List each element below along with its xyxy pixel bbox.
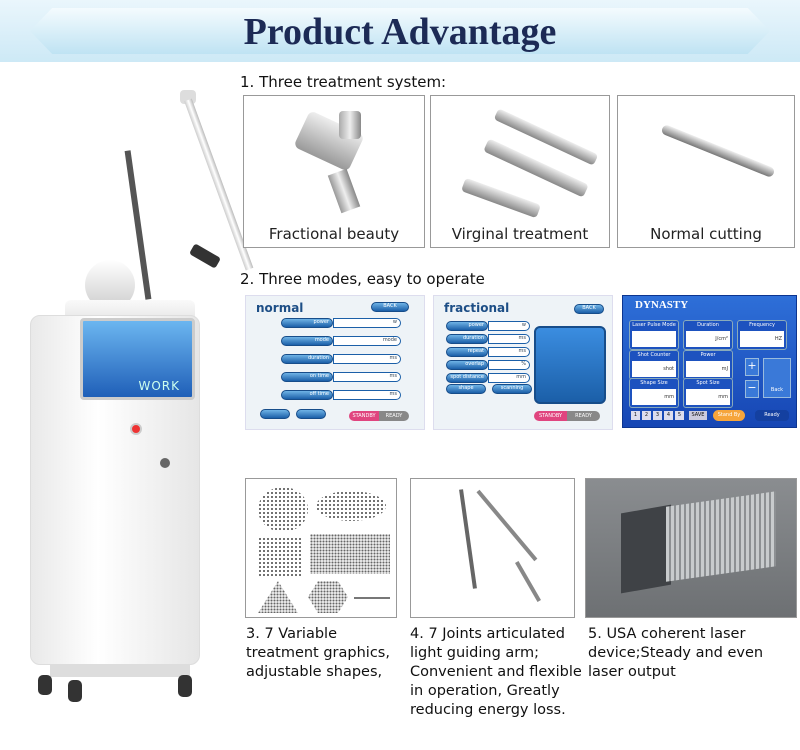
setting-field[interactable]: ms (488, 334, 530, 344)
feature-4-text: 4. 7 Joints articulated light guiding ar… (410, 626, 582, 718)
setting-field[interactable]: ms (488, 347, 530, 357)
section2-label: 2. Three modes, easy to operate (240, 270, 485, 288)
setting-label: duration (446, 334, 488, 344)
page-button[interactable]: 4 (664, 411, 673, 420)
field-value[interactable]: mm (632, 389, 676, 405)
page-button[interactable]: 5 (675, 411, 684, 420)
setting-label: duration (281, 354, 333, 364)
back-button[interactable]: Back (763, 358, 791, 398)
setting-label: spot distance (446, 373, 488, 383)
setting-label: overlap (446, 360, 488, 370)
back-button[interactable]: BACK (574, 304, 604, 314)
field-label: Duration (697, 322, 719, 328)
back-button[interactable]: BACK (371, 302, 409, 312)
setting-label: repeat (446, 347, 488, 357)
field-value[interactable]: mJ (686, 361, 730, 377)
caption-normal-cutting: Normal cutting (650, 225, 762, 243)
articulated-arm-image (410, 478, 575, 618)
caption-virginal-treatment: Virginal treatment (451, 225, 589, 243)
page-button[interactable]: 3 (653, 411, 662, 420)
page-button[interactable]: 1 (631, 411, 640, 420)
setting-field[interactable]: ms (333, 390, 401, 400)
field-value[interactable] (632, 331, 676, 347)
header-banner: Product Advantage (0, 0, 800, 62)
down-button[interactable] (260, 409, 290, 419)
setting-label: power (281, 318, 333, 328)
up-button[interactable] (296, 409, 326, 419)
field-value[interactable]: HZ (740, 331, 784, 347)
treatment-graphics-image (245, 478, 397, 618)
ready-button[interactable]: READY (379, 411, 409, 421)
minus-button[interactable]: − (745, 380, 759, 398)
setting-label: power (446, 321, 488, 331)
feature-3-text: 3. 7 Variable treatment graphics, adjust… (246, 626, 390, 680)
setting-field[interactable]: ms (333, 372, 401, 382)
field-label: Shape Size (640, 380, 668, 386)
section1-label: 1. Three treatment system: (240, 73, 447, 91)
handpiece-virginal: Virginal treatment (430, 95, 610, 248)
screen-title: normal (256, 301, 304, 315)
field-value[interactable]: shot (632, 361, 676, 377)
dynasty-field[interactable]: Power mJ (683, 350, 733, 380)
standby-button[interactable]: STANDBY (349, 411, 379, 421)
dynasty-field[interactable]: Shape Size mm (629, 378, 679, 408)
setting-label: off time (281, 390, 333, 400)
field-label: Power (700, 352, 716, 358)
handpiece-fractional: Fractional beauty (243, 95, 425, 248)
setting-label: mode (281, 336, 333, 346)
setting-field[interactable]: % (488, 360, 530, 370)
laser-machine-image: WORK (20, 90, 254, 720)
laser-device-image (585, 478, 797, 618)
standby-button[interactable]: STANDBY (534, 411, 567, 421)
handpiece-cutting: Normal cutting (617, 95, 795, 248)
setting-field[interactable]: w (333, 318, 401, 328)
field-label: Shot Counter (637, 352, 671, 358)
feature-5-text: 5. USA coherent laser device;Steady and … (588, 626, 764, 680)
dynasty-field[interactable]: Shot Counter shot (629, 350, 679, 380)
shape-button[interactable]: shape (446, 384, 486, 394)
screen-title: fractional (444, 301, 510, 315)
setting-field[interactable]: ms (333, 354, 401, 364)
pattern-preview (534, 326, 606, 404)
field-label: Laser Pulse Mode (632, 322, 676, 328)
setting-field[interactable]: w (488, 321, 530, 331)
ready-button[interactable]: Ready (755, 410, 789, 421)
caption-fractional-beauty: Fractional beauty (268, 225, 400, 243)
setting-field[interactable]: mode (333, 336, 401, 346)
plus-button[interactable]: + (745, 358, 759, 376)
page-button[interactable]: 2 (642, 411, 651, 420)
screen-title: DYNASTY (635, 299, 689, 311)
machine-screen-text: WORK (138, 379, 180, 393)
setting-field[interactable]: mm (488, 373, 530, 383)
page-title: Product Advantage (243, 11, 557, 53)
field-value[interactable]: J/cm² (686, 331, 730, 347)
save-button[interactable]: SAVE (689, 411, 707, 420)
standby-button[interactable]: Stand By (713, 410, 745, 421)
field-value[interactable]: mm (686, 389, 730, 405)
ready-button[interactable]: READY (567, 411, 600, 421)
setting-label: on time (281, 372, 333, 382)
scanning-button[interactable]: scanning (492, 384, 532, 394)
dynasty-field[interactable]: Laser Pulse Mode (629, 320, 679, 350)
field-label: Frequency (749, 322, 775, 328)
field-label: Spot Size (696, 380, 720, 386)
dynasty-field[interactable]: Spot Size mm (683, 378, 733, 408)
